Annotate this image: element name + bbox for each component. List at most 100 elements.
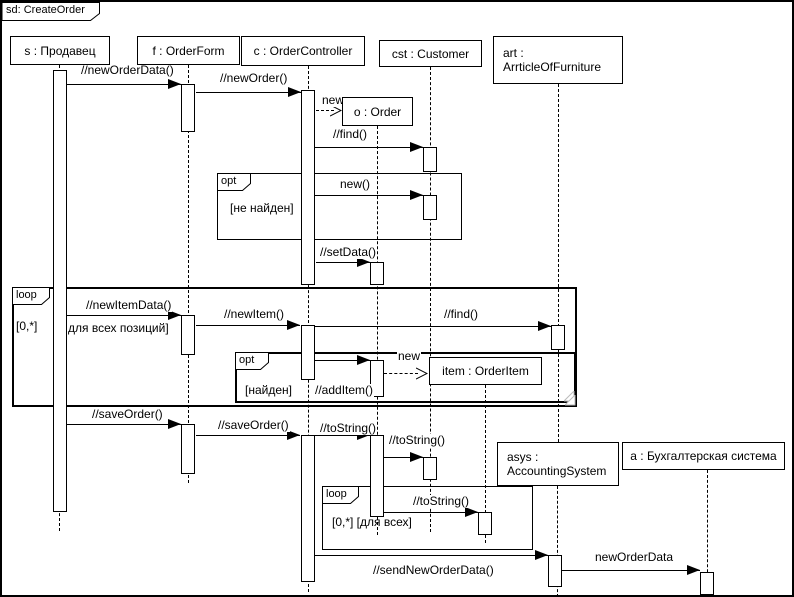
activation-c3 xyxy=(301,435,315,582)
message-line-newOrderData2 xyxy=(562,570,700,571)
message-line-new-customer xyxy=(315,195,423,196)
created-object-order: o : Order xyxy=(342,97,413,126)
message-arrowhead xyxy=(357,257,370,267)
message-label: //newOrder() xyxy=(219,71,289,85)
object-label-line1: art : xyxy=(503,46,524,60)
message-label: //setData() xyxy=(319,245,378,259)
message-line-toString2 xyxy=(384,457,423,458)
lifeline-line-art xyxy=(558,84,559,442)
operator-label: opt xyxy=(221,175,237,187)
activation-item xyxy=(478,512,492,535)
diagram-title-pentagon: sd: CreateOrder xyxy=(2,2,100,21)
guard-label: [найден] xyxy=(245,383,292,397)
message-label: new xyxy=(321,93,346,107)
object-label-line2: ArrticleOfFurniture xyxy=(503,60,602,74)
created-object-orderitem: item : OrderItem xyxy=(429,357,542,385)
message-arrowhead xyxy=(168,310,181,320)
lifeline-head-asys: asys : AccountingSystem xyxy=(497,442,619,486)
message-label: new() xyxy=(339,177,372,191)
message-arrowhead xyxy=(168,79,181,89)
lifeline-line-f xyxy=(188,65,189,483)
diagram-title: sd: CreateOrder xyxy=(6,4,85,16)
lifeline-head-s: s : Продавец xyxy=(10,36,110,65)
guard-label: [не найден] xyxy=(230,201,294,215)
message-arrowhead xyxy=(535,550,548,560)
message-arrowhead xyxy=(410,190,423,200)
lifeline-line-o xyxy=(377,126,378,535)
message-arrowhead xyxy=(288,87,301,97)
message-line-toString3 xyxy=(384,512,478,513)
object-label: cst : Customer xyxy=(391,46,470,61)
message-label: //newItem() xyxy=(223,307,286,321)
object-label: item : OrderItem xyxy=(442,364,529,378)
message-line-create-order xyxy=(316,110,334,111)
operator-label: loop xyxy=(16,289,37,301)
lifeline-head-f: f : OrderForm xyxy=(137,36,240,65)
fragment-opt-not-found xyxy=(217,173,462,240)
message-line-newOrderData xyxy=(67,84,181,85)
object-label-line1: asys : xyxy=(507,450,539,464)
message-label: //toString() xyxy=(412,494,471,508)
message-line-saveOrder1 xyxy=(67,424,181,425)
fragment-operator-opt2: opt xyxy=(235,352,269,370)
message-arrowhead xyxy=(410,142,423,152)
activation-f1 xyxy=(181,84,195,132)
fragment-operator-loop1: loop xyxy=(12,287,50,305)
lifeline-line-asys xyxy=(557,486,558,595)
activation-cst1 xyxy=(423,147,437,172)
guard-label: для всех позиций] xyxy=(68,321,169,335)
message-line-create-item xyxy=(384,373,418,374)
message-label: newOrderData xyxy=(594,550,675,564)
message-label: //sendNewOrderData() xyxy=(372,563,495,577)
fragment-operator-opt1: opt xyxy=(217,173,251,191)
message-line-toString1 xyxy=(315,435,370,436)
message-line-newItem xyxy=(196,325,300,326)
activation-art xyxy=(551,325,565,350)
lifeline-head-art: art : ArrticleOfFurniture xyxy=(493,36,623,84)
message-label: //saveOrder() xyxy=(91,407,164,421)
message-label: new xyxy=(397,349,422,363)
message-line-sendNewOrderData xyxy=(315,555,548,556)
message-label: //toString() xyxy=(319,421,378,435)
message-arrowhead xyxy=(357,355,370,365)
object-label: a : Бухгалтерская система xyxy=(630,449,777,463)
message-line-find2 xyxy=(315,326,551,327)
lifeline-line-cst xyxy=(430,67,431,532)
message-label: //find() xyxy=(443,307,480,321)
activation-f3 xyxy=(181,424,195,474)
activation-cst3 xyxy=(423,457,437,480)
message-line-find1 xyxy=(315,147,423,148)
message-label: //newOrderData() xyxy=(80,63,175,77)
fragment-loop-for-all xyxy=(322,486,533,550)
message-arrowhead xyxy=(410,452,423,462)
operator-label: loop xyxy=(326,488,347,500)
message-line-addItem xyxy=(315,360,370,361)
activation-cst2 xyxy=(423,195,437,220)
activation-o3 xyxy=(370,435,384,517)
frame-corner-notch xyxy=(565,395,576,406)
object-label: o : Order xyxy=(353,104,402,119)
message-arrowhead xyxy=(687,565,700,575)
message-arrowhead xyxy=(357,430,370,440)
activation-asys xyxy=(548,555,562,587)
object-label: f : OrderForm xyxy=(152,43,225,58)
activation-a xyxy=(700,572,714,595)
lifeline-head-a: a : Бухгалтерская система xyxy=(622,442,785,470)
message-line-newItemData xyxy=(67,315,181,316)
message-label: //newItemData() xyxy=(85,298,173,312)
message-label: //addItem() xyxy=(314,383,375,397)
guard-label: [0,*] [для всех] xyxy=(332,515,412,529)
activation-c2 xyxy=(301,325,315,380)
activation-c1 xyxy=(301,90,315,285)
message-line-saveOrder2 xyxy=(196,435,300,436)
message-arrowhead xyxy=(538,321,551,331)
activation-s xyxy=(53,70,67,512)
message-line-newOrder xyxy=(196,92,301,93)
fragment-operator-loop2: loop xyxy=(322,486,359,504)
object-label: s : Продавец xyxy=(24,43,96,58)
lifeline-head-c: c : OrderController xyxy=(241,36,365,66)
message-arrowhead xyxy=(287,430,300,440)
operator-label: opt xyxy=(239,354,255,366)
object-label: c : OrderController xyxy=(253,44,353,58)
